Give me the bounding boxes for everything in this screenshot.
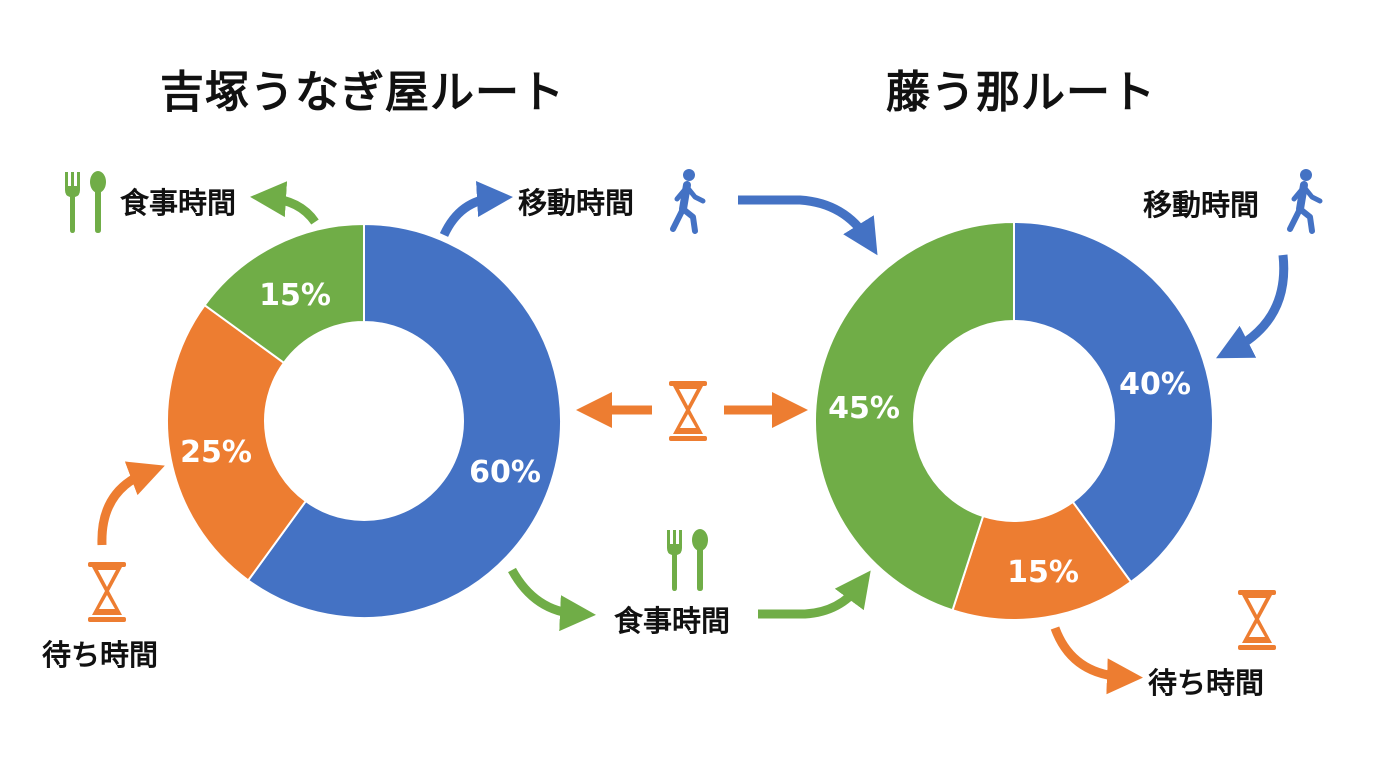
hourglass-icon [669,381,707,441]
arrow-icon [738,195,878,256]
left-travel-label: 移動時間 [518,186,635,220]
donut-chart-left: 60% 25% 15% [166,222,562,619]
middle-meal-label: 食事時間 [614,604,731,638]
hourglass-icon [88,562,126,622]
donut-segment [203,222,365,365]
left-wait-label: 待ち時間 [42,638,159,672]
segment-percent-label: 40% [1119,367,1191,402]
arrow-icon [1216,254,1289,359]
donut-segment [1013,220,1214,584]
walking-person-icon [1287,169,1323,234]
segment-percent-label: 15% [1007,555,1079,590]
right-wait-label: 待ち時間 [1148,666,1265,700]
donut-chart-right: 40% 15% 45% [814,220,1214,621]
fork-spoon-icon [65,171,106,233]
left-meal-label: 食事時間 [120,186,237,220]
segment-percent-label: 60% [469,455,541,490]
arrow-icon [508,567,596,632]
left-route-title: 吉塚うなぎ屋ルート [160,67,565,118]
arrow-icon [250,181,319,225]
arrow-icon [758,570,871,619]
segment-percent-label: 25% [180,435,252,470]
fork-spoon-icon [667,529,708,591]
segment-percent-label: 45% [828,391,900,426]
donut-segment [246,222,562,619]
right-route-title: 藤う那ルート [886,67,1156,118]
arrow-icon [1050,626,1143,695]
walking-person-icon [670,169,706,234]
arrow-icon [439,181,513,237]
segment-percent-label: 15% [259,278,331,313]
arrow-icon [97,461,165,546]
donut-segment [166,303,308,582]
right-travel-label: 移動時間 [1143,188,1260,222]
donut-segment [814,220,1015,612]
hourglass-icon [1238,590,1276,650]
